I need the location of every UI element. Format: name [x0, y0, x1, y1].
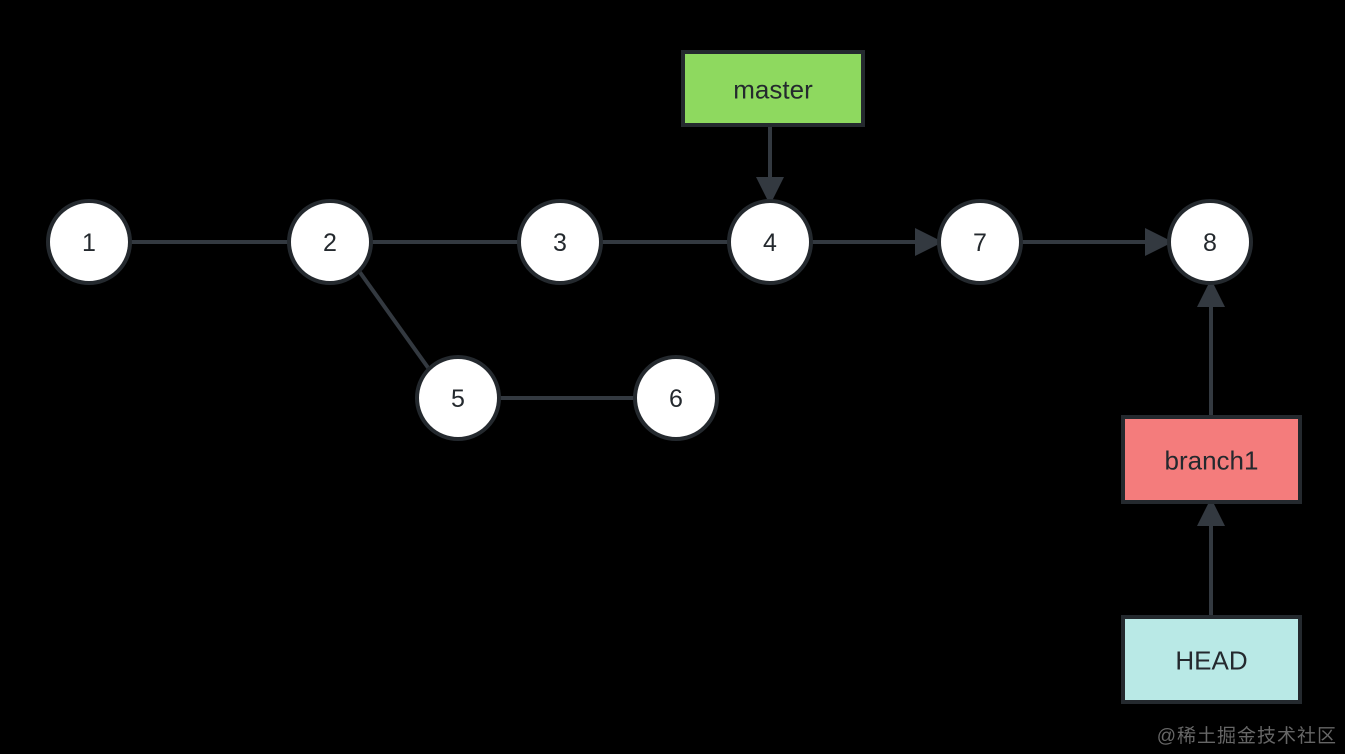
edge-2-to-5 — [357, 269, 431, 371]
commit-label-1: 1 — [82, 229, 96, 257]
watermark: @稀土掘金技术社区 — [1156, 726, 1337, 747]
commit-label-3: 3 — [553, 229, 567, 257]
commit-label-5: 5 — [451, 385, 465, 413]
ref-box-master[interactable]: master — [681, 50, 865, 127]
commit-circle-2 — [287, 199, 373, 285]
commit-circle-6 — [633, 355, 719, 441]
ref-label-branch1: branch1 — [1165, 446, 1259, 476]
commit-label-8: 8 — [1203, 229, 1217, 257]
commit-nodes-layer: 1 2 3 4 7 8 5 6 — [46, 199, 1253, 441]
commit-node-3[interactable]: 3 — [517, 199, 603, 285]
commit-circle-5 — [415, 355, 501, 441]
commit-node-5[interactable]: 5 — [415, 355, 501, 441]
commit-node-8[interactable]: 8 — [1167, 199, 1253, 285]
commit-circle-1 — [46, 199, 132, 285]
ref-box-rect-head — [1121, 615, 1302, 704]
ref-box-branch1[interactable]: branch1 — [1121, 415, 1302, 504]
commit-node-4[interactable]: 4 — [727, 199, 813, 285]
commit-label-7: 7 — [973, 229, 987, 257]
commit-node-2[interactable]: 2 — [287, 199, 373, 285]
commit-label-2: 2 — [323, 229, 337, 257]
ref-label-head: HEAD — [1175, 646, 1247, 676]
edges-layer — [130, 125, 1225, 617]
commit-label-6: 6 — [669, 385, 683, 413]
commit-node-6[interactable]: 6 — [633, 355, 719, 441]
commit-node-7[interactable]: 7 — [937, 199, 1023, 285]
ref-box-rect-master — [681, 50, 865, 127]
commit-circle-3 — [517, 199, 603, 285]
commit-label-4: 4 — [763, 229, 777, 257]
commit-circle-4 — [727, 199, 813, 285]
ref-box-head[interactable]: HEAD — [1121, 615, 1302, 704]
commit-circle-8 — [1167, 199, 1253, 285]
commit-node-1[interactable]: 1 — [46, 199, 132, 285]
ref-label-master: master — [733, 75, 813, 105]
commit-circle-7 — [937, 199, 1023, 285]
ref-box-rect-branch1 — [1121, 415, 1302, 504]
